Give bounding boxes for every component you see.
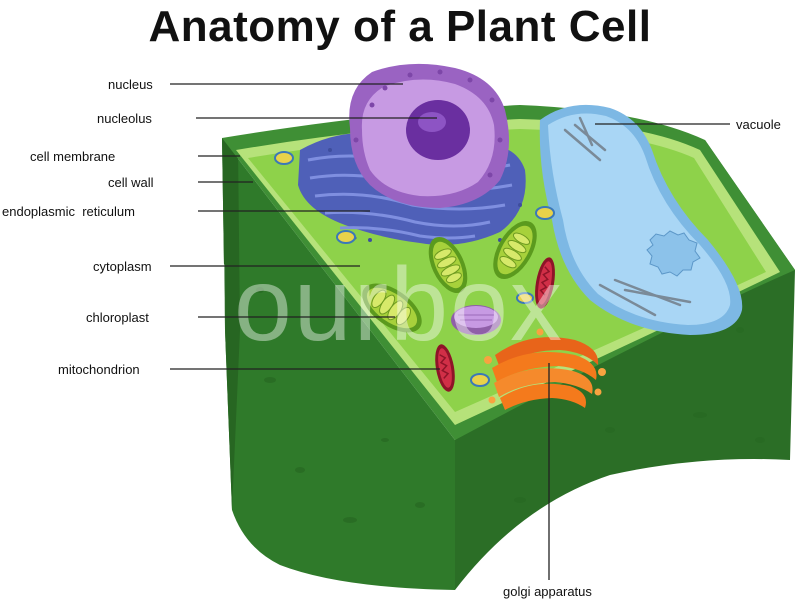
label-cell-wall: cell wall [108,175,154,190]
golgi-apparatus [484,328,606,410]
chloroplast [362,221,537,333]
label-endoplasmic-reticulum: endoplasmic reticulum [2,204,135,219]
nucleolus [406,100,470,160]
label-vacuole: vacuole [736,117,781,132]
watermark-text: colourbox [95,247,564,363]
leader-lines [170,83,730,580]
vacuole [539,104,743,335]
label-nucleolus: nucleolus [97,111,152,126]
label-cytoplasm: cytoplasm [93,259,152,274]
label-cell-membrane: cell membrane [30,149,115,164]
label-golgi-apparatus: golgi apparatus [503,584,592,599]
diagram-title: Anatomy of a Plant Cell [148,2,652,51]
label-nucleus: nucleus [108,77,153,92]
label-chloroplast: chloroplast [86,310,149,325]
vesicles [274,151,555,387]
label-mitochondrion: mitochondrion [58,362,140,377]
mitochondrion [435,257,555,392]
